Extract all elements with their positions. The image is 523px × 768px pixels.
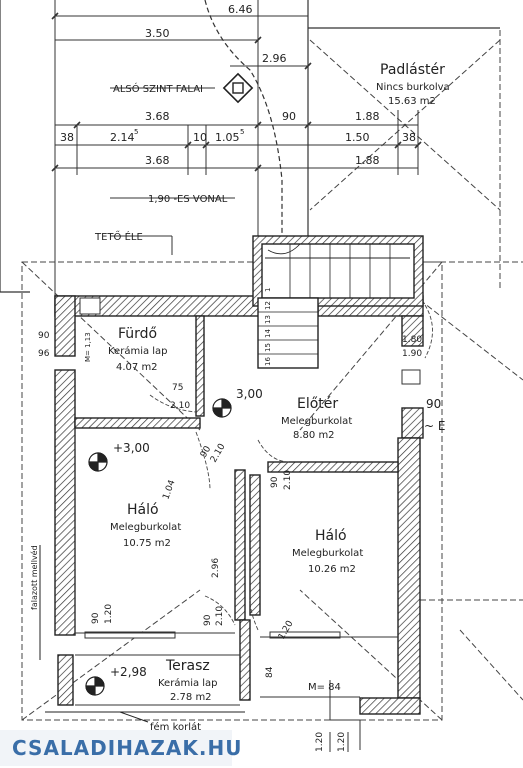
opening-120-a: 1.20 (104, 604, 114, 624)
level-bedroom: +3,00 (113, 441, 150, 455)
opening-120-d: 1.20 (337, 732, 347, 752)
interior-lines (74, 428, 398, 752)
opening-190: 1.90 (402, 349, 422, 359)
level-markers (85, 398, 232, 696)
opening-210-b: 2.10 (209, 442, 228, 465)
room-hall-area: 8.80 m2 (293, 430, 335, 441)
railing (39, 545, 245, 723)
dim-3-68-b: 3.68 (145, 154, 170, 167)
dim-90: 90 (282, 110, 296, 123)
opening-96: 96 (38, 349, 50, 359)
opening-90-d: 90 (426, 397, 441, 411)
dim-10: 10 (193, 131, 207, 144)
room-bath-name: Fürdő (118, 326, 157, 342)
stair-number: 14 (264, 329, 272, 338)
room-bedroom-1-finish: Melegburkolat (110, 522, 181, 533)
stair-number: 12 (264, 301, 272, 310)
door-swings (149, 304, 433, 631)
level-terrace: +2,98 (110, 665, 147, 679)
dim-2-14-sup: 5 (134, 128, 138, 136)
dim-6-46: 6.46 (228, 3, 253, 16)
room-bedroom-2-finish: Melegburkolat (292, 548, 363, 559)
opening-296: 2.96 (211, 558, 221, 578)
room-hall-finish: Melegburkolat (281, 416, 352, 427)
opening-120-c: 1.20 (315, 732, 325, 752)
walls (54, 295, 424, 715)
room-terrace-finish: Kerámia lap (158, 677, 218, 689)
dim-38-b: 38 (402, 131, 416, 144)
opening-e: ~ E (424, 419, 445, 433)
stair-well (252, 235, 424, 369)
dim-3-50: 3.50 (145, 27, 170, 40)
room-hall-name: Előtér (297, 396, 338, 412)
room-bath-finish: Kerámia lap (108, 345, 168, 357)
opening-90-a: 90 (38, 331, 50, 341)
opening-104: 1.04 (161, 479, 177, 502)
dim-38-a: 38 (60, 131, 74, 144)
room-attic-name: Padlástér (380, 62, 445, 78)
sill-113: M= 1,13 (84, 332, 92, 362)
watermark: CSALADIHAZAK.HU (0, 730, 241, 766)
parapet-label: falazott mellvéd (29, 545, 39, 610)
room-terrace-area: 2.78 m2 (170, 692, 212, 703)
dim-1-88-b: 1.88 (355, 154, 380, 167)
room-bedroom-1-name: Háló (127, 502, 159, 518)
stair-number: 15 (264, 343, 272, 352)
windows (79, 297, 421, 639)
opening-75: 75 (172, 383, 183, 393)
room-bath-area: 4.07 m2 (116, 362, 158, 373)
room-attic-finish: Nincs burkolva (376, 82, 450, 93)
opening-210-c: 2.10 (283, 470, 293, 490)
dim-1-88-a: 1.88 (355, 110, 380, 123)
opening-90-f: 90 (203, 614, 213, 626)
dim-3-68-a: 3.68 (145, 110, 170, 123)
stair-number: 1 (264, 288, 272, 292)
dim-2-96: 2.96 (262, 52, 287, 65)
room-bedroom-1-area: 10.75 m2 (123, 538, 171, 549)
opening-210-a: 2.10 (170, 401, 190, 411)
dim-1-50: 1.50 (345, 131, 370, 144)
sill-84: M= 84 (308, 682, 341, 693)
outer-frame (0, 0, 500, 293)
dim-1-05-sup: 5 (240, 128, 244, 136)
lower-level-walls-label: ALSÓ SZINT FALAI (113, 82, 203, 95)
marker-icon (222, 72, 254, 104)
dim-2-14: 2.14 (110, 131, 135, 144)
dim-1-05: 1.05 (215, 131, 240, 144)
room-terrace-name: Terasz (165, 658, 210, 674)
level-hall: 3,00 (236, 387, 263, 401)
opening-90-c: 90 (270, 476, 280, 488)
dimension-ticks (51, 12, 422, 172)
line-190-label: 1,90 -ES VONAL (148, 194, 228, 205)
stair-number: 16 (264, 357, 272, 366)
lower-level-curve (204, 0, 283, 240)
opening-210-d: 2.10 (215, 606, 225, 626)
opening-180: 1.80 (402, 335, 422, 345)
room-attic-area: 15.63 m2 (388, 96, 436, 107)
opening-84: 84 (265, 666, 275, 678)
room-bedroom-2-area: 10.26 m2 (308, 564, 356, 575)
watermark-text: CSALADIHAZAK.HU (12, 736, 243, 760)
stair-number: 13 (264, 315, 272, 324)
roof-edge-label: TETŐ ÉLE (94, 229, 143, 243)
opening-90-e: 90 (91, 612, 101, 624)
room-bedroom-2-name: Háló (315, 528, 347, 544)
